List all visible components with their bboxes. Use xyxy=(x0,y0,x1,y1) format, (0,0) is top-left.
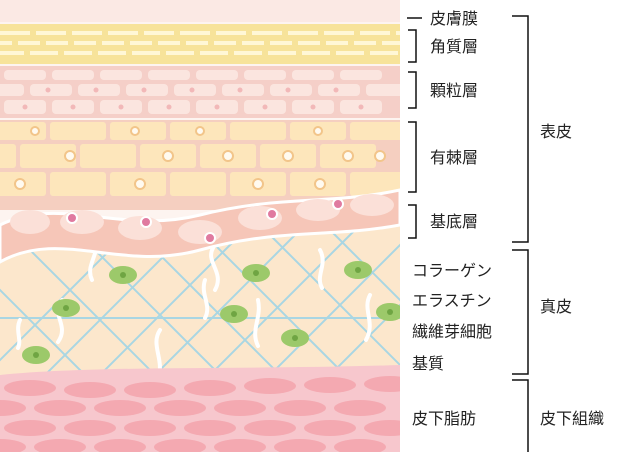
group-subcutis: 皮下組織 xyxy=(540,409,604,428)
spinous-layer xyxy=(0,120,400,210)
bracket-lines xyxy=(407,15,529,452)
label-kitei: 基底層 xyxy=(430,212,478,231)
stratum-corneum xyxy=(0,24,400,64)
subcutaneous-fat xyxy=(0,365,400,452)
skin-film xyxy=(0,0,400,22)
label-fibroblast: 繊維芽細胞 xyxy=(412,322,492,341)
label-kakushitsu: 角質層 xyxy=(430,37,478,56)
label-yuutoku: 有棘層 xyxy=(430,148,478,167)
group-dermis: 真皮 xyxy=(540,297,572,316)
basal-layer xyxy=(0,188,400,264)
group-epidermis: 表皮 xyxy=(540,122,572,141)
label-collagen: コラーゲン xyxy=(412,261,492,280)
label-karyu: 顆粒層 xyxy=(430,81,478,100)
skin-illustration xyxy=(0,0,400,452)
label-kishitsu: 基質 xyxy=(412,354,444,373)
granular-layer xyxy=(0,66,400,118)
collagen-mesh xyxy=(0,219,400,401)
label-elastin: エラスチン xyxy=(412,291,492,310)
fibroblast-cells xyxy=(22,261,400,364)
label-hifumaku: 皮膚膜 xyxy=(430,9,478,28)
label-hikashibou: 皮下脂肪 xyxy=(412,409,476,428)
